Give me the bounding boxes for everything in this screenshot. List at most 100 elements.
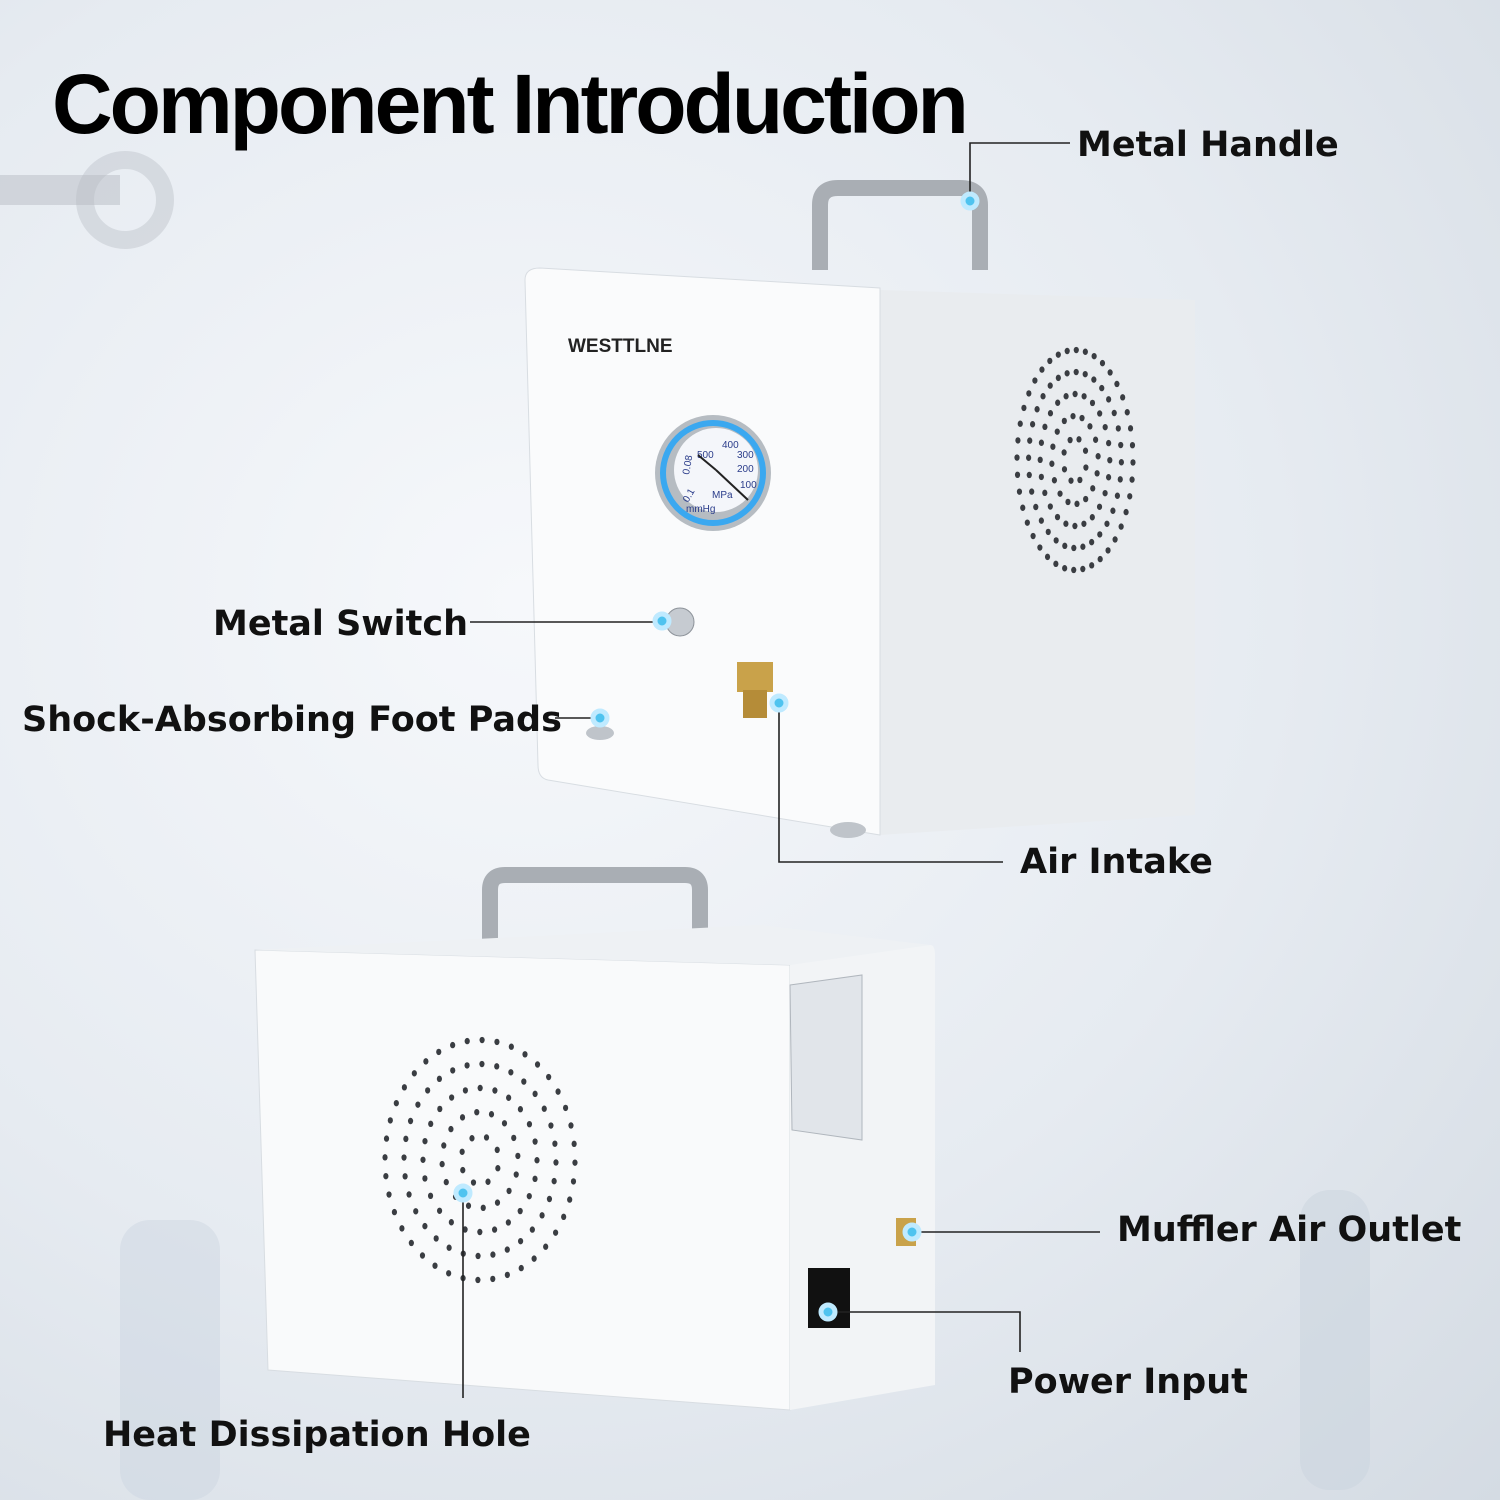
vent-hole [492, 1087, 498, 1094]
vent-hole [1073, 368, 1079, 376]
vent-hole [526, 1192, 532, 1200]
vent-hole [1062, 542, 1068, 550]
vent-hole [408, 1239, 414, 1247]
vent-hole [1083, 464, 1089, 471]
vent-hole [494, 1199, 501, 1206]
vent-hole [1080, 543, 1086, 550]
vent-hole [1039, 366, 1045, 373]
top-device: WESTTLNE 0.08 500 400 300 200 100 0.1 MP… [524, 180, 1195, 838]
label-foot-pads: Shock-Absorbing Foot Pads [22, 700, 562, 740]
vent-hole [465, 1202, 472, 1209]
vent-hole [1107, 456, 1113, 464]
gauge-label: 0.08 [681, 454, 695, 476]
vent-hole [401, 1154, 407, 1161]
vent-hole [413, 1208, 419, 1215]
vent-hole [1017, 420, 1023, 427]
vent-hole [428, 1120, 434, 1128]
label-air-intake: Air Intake [1020, 842, 1213, 882]
vent-hole [526, 1120, 533, 1128]
vent-hole [1082, 447, 1089, 454]
vent-hole [513, 1171, 519, 1178]
vent-hole [555, 1088, 561, 1095]
vent-hole [419, 1252, 426, 1259]
vent-hole [1071, 544, 1077, 552]
vent-hole [436, 1048, 442, 1056]
vent-hole [515, 1152, 521, 1160]
vent-hole [504, 1246, 510, 1253]
heat-dissipation-holes [1014, 346, 1136, 574]
vent-hole [1037, 544, 1043, 551]
callout-metal-switch: Metal Switch [213, 604, 672, 644]
vent-hole [425, 1087, 431, 1094]
vent-hole [1105, 547, 1111, 554]
vent-hole [508, 1069, 514, 1076]
callout-metal-handle: Metal Handle [960, 125, 1339, 211]
brand-logo: WESTTLNE [568, 336, 673, 357]
vent-hole [1077, 476, 1083, 484]
vent-hole [1020, 504, 1026, 511]
vent-hole [441, 1142, 447, 1149]
vent-hole [480, 1204, 486, 1212]
vent-hole [1089, 399, 1096, 407]
vent-hole [1021, 404, 1027, 412]
vent-hole [571, 1140, 577, 1148]
vent-hole [553, 1229, 559, 1236]
vent-hole [1112, 536, 1118, 543]
vent-hole [1033, 503, 1039, 511]
vent-hole [1057, 490, 1063, 497]
vent-hole [1024, 519, 1030, 526]
vent-hole [561, 1213, 567, 1221]
vent-hole [432, 1262, 438, 1269]
vent-hole [1014, 454, 1020, 461]
bottom-handle [482, 867, 708, 940]
vent-hole [517, 1237, 524, 1245]
side-panel [880, 290, 1195, 835]
vent-hole [1117, 476, 1123, 483]
vent-hole [382, 1154, 388, 1161]
vent-hole [553, 1159, 559, 1166]
vent-hole [464, 1062, 470, 1069]
vent-hole [437, 1105, 443, 1113]
vent-hole [1071, 566, 1077, 574]
blurred-tube [1300, 1190, 1370, 1490]
vent-hole [1118, 523, 1124, 530]
callout-air-intake: Air Intake [769, 693, 1213, 882]
vent-hole [1076, 436, 1082, 443]
vent-hole [1127, 425, 1134, 432]
vent-hole [1118, 441, 1124, 449]
vent-hole [551, 1177, 557, 1185]
vent-hole [439, 1160, 445, 1168]
page-title: Component Introduction [52, 57, 966, 151]
vent-hole [1014, 471, 1021, 479]
vent-hole [406, 1191, 412, 1198]
vent-hole [1082, 348, 1088, 355]
vent-hole [1054, 428, 1060, 435]
vent-hole [1114, 492, 1121, 499]
vent-hole [1097, 555, 1103, 563]
vent-hole [552, 1140, 558, 1147]
vent-hole [1047, 357, 1053, 365]
vent-hole [1029, 488, 1035, 495]
vent-hole [1089, 562, 1095, 569]
vent-hole [475, 1276, 481, 1284]
vent-hole [443, 1178, 449, 1186]
vent-hole [422, 1222, 428, 1230]
vent-hole [548, 1122, 554, 1129]
vent-hole [1091, 376, 1097, 383]
vent-hole [1042, 423, 1048, 431]
vent-hole [1080, 565, 1086, 573]
vent-hole [459, 1114, 466, 1121]
vent-hole [505, 1219, 511, 1226]
vent-hole [517, 1207, 523, 1215]
vent-hole [568, 1122, 574, 1129]
foot-pad [586, 726, 614, 740]
vent-hole [1032, 377, 1038, 384]
vent-hole [402, 1173, 408, 1180]
callout-heat-hole: Heat Dissipation Hole [103, 1183, 531, 1455]
gauge-label: 500 [697, 450, 714, 461]
vent-hole [532, 1138, 538, 1145]
vent-hole [1061, 466, 1068, 473]
vent-hole [407, 1117, 414, 1125]
vent-hole [1129, 441, 1136, 449]
